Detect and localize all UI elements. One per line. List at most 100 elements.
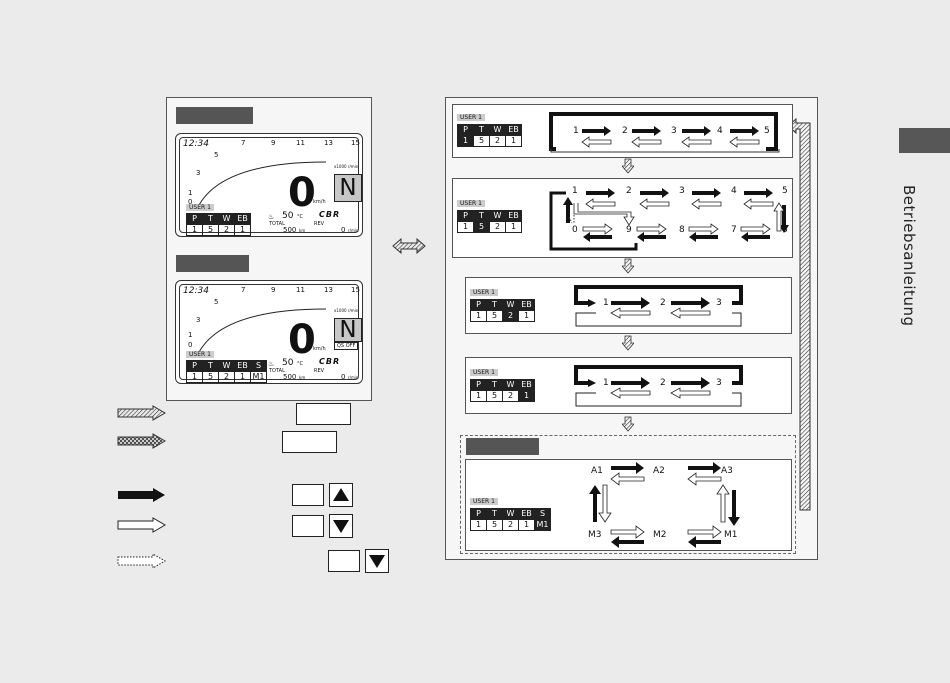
rpm-tick: 9 (271, 286, 276, 294)
step-number: 1 (572, 186, 578, 196)
triangle-down-icon (369, 555, 385, 568)
chapter-tab (899, 128, 950, 153)
step-number: 3 (716, 298, 722, 308)
step-number: 6 (782, 225, 788, 235)
temp-icon: ♨ (268, 213, 275, 221)
up-button[interactable] (329, 483, 353, 507)
rpm-note: x1000 r/min (334, 164, 359, 169)
rpm-tick: 3 (196, 169, 201, 177)
hollow-arrow-icon (117, 517, 166, 533)
rpm-tick: 5 (214, 298, 219, 306)
side-label: Betriebsanleitung (900, 185, 918, 327)
clock: 12:34 (183, 286, 209, 296)
hatched-arrow-icon (117, 405, 166, 421)
rpm-arc (197, 308, 327, 355)
gear-indicator: N (334, 174, 362, 202)
down-arrow-icon (622, 158, 634, 174)
down-button-hold[interactable] (365, 549, 389, 573)
total-unit: km (299, 228, 306, 233)
rpm-tick: 0 (188, 198, 193, 206)
user-label: USER 1 (470, 498, 498, 505)
mode-label: A2 (653, 466, 665, 476)
step-number: 4 (717, 126, 723, 136)
cycle-diagram (574, 365, 743, 407)
user-label: USER 1 (457, 114, 485, 121)
triangle-down-icon (333, 520, 349, 533)
temp-value: 50 (282, 358, 294, 368)
down-button[interactable] (329, 514, 353, 538)
total-value: 500 (283, 373, 297, 381)
total-label: TOTAL (269, 221, 285, 227)
user-label: USER 1 (457, 200, 485, 207)
down-arrow-icon (622, 335, 634, 351)
gear-indicator: N (334, 318, 362, 342)
step-number: 9 (626, 225, 632, 235)
speed-unit: km/h (313, 199, 326, 205)
rev-label: REV (314, 368, 325, 374)
mode-label: M2 (653, 530, 667, 540)
clock: 12:34 (183, 139, 209, 149)
triangle-up-icon (333, 488, 349, 501)
speed-value: 0 (288, 170, 316, 216)
total-unit: km (299, 375, 306, 380)
key-box (282, 431, 337, 453)
display-panel: 12:34 7 9 11 13 15 5 3 1 0 x1000 r/min 0… (166, 97, 372, 401)
rpm-tick: 15 (351, 286, 360, 294)
rpm-tick: 1 (188, 189, 193, 197)
temp-value: 50 (282, 211, 294, 221)
brand-logo: CBR (319, 357, 341, 366)
rpm-tick: 7 (241, 139, 246, 147)
total-value: 500 (283, 226, 297, 234)
temp-unit: °C (297, 361, 303, 367)
rev-label: REV (314, 221, 325, 227)
rpm-tick: 7 (241, 286, 246, 294)
step-number: 5 (764, 126, 770, 136)
step-number: 2 (626, 186, 632, 196)
rev-value: 0 (341, 373, 346, 381)
step-number: 0 (572, 225, 578, 235)
mode-label: M1 (724, 530, 738, 540)
solid-arrow-icon (118, 488, 165, 502)
down-arrow-icon (622, 258, 634, 274)
step-number: 2 (622, 126, 628, 136)
crosshatched-arrow-icon (117, 433, 166, 449)
rev-unit: r/min (348, 228, 359, 233)
speed-unit: km/h (313, 346, 326, 352)
key-box (292, 484, 324, 506)
step-number: 4 (731, 186, 737, 196)
speed-value: 0 (288, 317, 316, 363)
group-header (466, 438, 539, 455)
step-number: 2 (660, 298, 666, 308)
dashboard-display-2: 12:34 7 9 11 13 15 5 3 1 0 x1000 r/min 0… (175, 280, 363, 384)
step-number: 3 (671, 126, 677, 136)
rpm-arc (197, 161, 327, 208)
cycle-diagram (574, 285, 743, 327)
rpm-tick: 1 (188, 331, 193, 339)
user-label: USER 1 (186, 204, 214, 211)
panel-header-2 (176, 255, 249, 272)
step-number: 3 (716, 378, 722, 388)
user-label: USER 1 (470, 289, 498, 296)
step-number: 1 (603, 298, 609, 308)
mode-cycle-diagram (589, 462, 740, 548)
return-arrow (787, 118, 811, 511)
mode-label: A3 (721, 466, 733, 476)
cycle-diagram (549, 112, 780, 153)
cycle-diagram (549, 188, 789, 251)
step-number: 8 (679, 225, 685, 235)
key-box (296, 403, 351, 425)
rpm-tick: 3 (196, 316, 201, 324)
user-label: USER 1 (470, 369, 498, 376)
step-number: 1 (573, 126, 579, 136)
mode-label: A1 (591, 466, 603, 476)
rpm-note: x1000 r/min (334, 308, 359, 313)
